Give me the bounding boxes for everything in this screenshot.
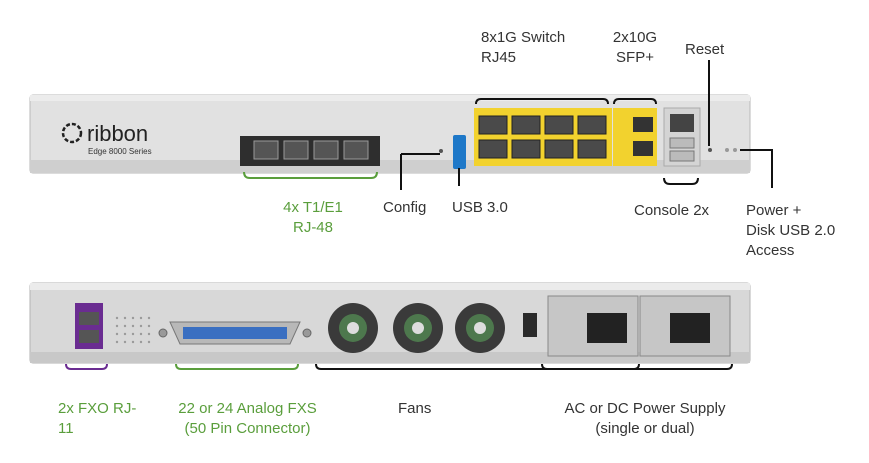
config-label: Config [383,199,427,216]
logo-text: ribbon [87,121,148,146]
power-label-line3: Access [746,242,795,259]
power-led [725,148,729,152]
rear-panel [29,282,751,364]
t1e1-port-block [240,136,380,166]
psu-label: AC or DC Power Supply (single or dual) [545,399,745,439]
fxo-bracket [65,363,108,370]
vent-dots [115,316,151,344]
sfp-port-block [613,108,657,166]
sfp-label-line2: SFP+ [616,49,654,66]
fxo-label: 2x FXO RJ- 11 [58,399,136,439]
psu-2 [639,295,731,357]
fxo-label-line1: 2x FXO RJ- [58,400,137,417]
green-callouts [175,171,378,370]
psu-1 [547,295,639,357]
disk-led [733,148,737,152]
reset-label: Reset [685,41,725,58]
usb3-port [453,135,466,169]
fxs-label-line1: 22 or 24 Analog FXS [178,400,317,417]
fans-bracket [315,363,640,370]
power-label-line2: Disk USB 2.0 [746,222,836,239]
fan-2 [393,303,443,353]
psu-label-line1: AC or DC Power Supply [564,400,726,417]
fan-3 [455,303,505,353]
fxs-label-line2: (50 Pin Connector) [184,420,311,437]
reset-button-hole [708,148,712,152]
switch-label: 8x1G Switch RJ45 [481,28,565,68]
sfp-label: 2x10G SFP+ [605,28,665,68]
ribbon-logo: ribbon Edge 8000 Series [61,121,152,156]
switch-bracket [475,98,609,105]
power-label-line1: Power + [746,202,802,219]
fxo-label-line2: 11 [58,420,74,437]
switch-label-line1: 8x1G Switch [481,29,566,46]
power-label: Power + Disk USB 2.0 Access [746,201,835,261]
switch-label-line2: RJ45 [481,49,517,66]
console-ports [663,107,701,167]
fxs-bracket [175,363,299,370]
console-label: Console 2x [634,202,710,219]
front-panel: ribbon Edge 8000 Series [29,94,751,174]
fxs-50pin-connector [158,321,312,345]
callout-lines [315,60,773,370]
fan-1 [328,303,378,353]
t1e1-label-line2: RJ-48 [292,219,333,236]
config-button-hole [439,149,443,153]
sfp-label-line1: 2x10G [612,29,658,46]
psu-label-line2: (single or dual) [595,420,695,437]
power-switch [523,313,537,337]
purple-callouts [65,363,108,370]
t1e1-bracket [243,171,378,179]
fans-label: Fans [398,400,432,417]
power-line [740,149,773,188]
sfp-bracket [613,98,657,105]
t1e1-label-line1: 4x T1/E1 [283,199,343,216]
switch-port-block [474,108,612,166]
usb3-label: USB 3.0 [452,199,508,216]
console-bracket [663,177,699,185]
t1e1-label: 4x T1/E1 RJ-48 [258,198,368,238]
psu-bracket [541,363,733,370]
config-line [400,153,440,190]
model-text: Edge 8000 Series [88,147,152,156]
fxs-label: 22 or 24 Analog FXS (50 Pin Connector) [160,399,335,439]
